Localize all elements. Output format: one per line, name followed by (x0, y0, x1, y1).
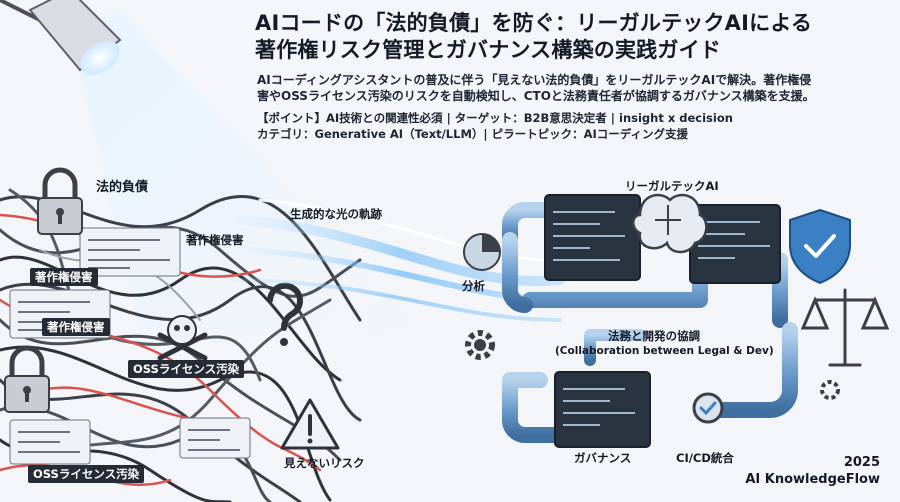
justice-scales-icon (800, 288, 890, 367)
code-panel-left-1 (79, 227, 181, 277)
subtitle-line-1: AIコーディングアシスタントの普及に伴う「見えない法的負債」をリーガルテックAI… (257, 73, 812, 87)
label-copyright-1: 著作権侵害 (186, 233, 244, 247)
label-governance: ガバナンス (574, 451, 632, 465)
pie-chart-icon (463, 233, 501, 271)
question-mark-icon (267, 282, 303, 346)
code-panel-left-4 (179, 417, 251, 459)
gear-icon-3 (820, 380, 840, 400)
padlock-icon-2 (4, 345, 50, 413)
label-copyright-2: 著作権侵害 (30, 268, 98, 286)
light-flow (228, 198, 565, 322)
title-line-2: 著作権リスク管理とガバナンス構築の実践ガイド (255, 38, 721, 62)
code-panel-right-3 (554, 371, 651, 448)
brain-icon (632, 193, 708, 254)
page-title: AIコードの「法的負債」を防ぐ：リーガルテックAIによる 著作権リスク管理とガバ… (255, 10, 885, 64)
meta-line-2: カテゴリ：Generative AI（Text/LLM）| ピラートピック：AI… (257, 127, 688, 141)
label-oss-2: OSSライセンス汚染 (28, 465, 145, 483)
code-panel-left-3 (9, 419, 91, 465)
label-oss-1: OSSライセンス汚染 (128, 360, 245, 378)
code-panel-right-1 (544, 194, 641, 281)
label-cicd: CI/CD統合 (676, 451, 734, 465)
label-analysis: 分析 (462, 279, 485, 293)
title-block: AIコードの「法的負債」を防ぐ：リーガルテックAIによる 著作権リスク管理とガバ… (255, 10, 885, 142)
meta-line-1: 【ポイント】AI技術との関連性必須 | ターゲット：B2B意思決定者 | ins… (257, 111, 733, 125)
page-subtitle: AIコーディングアシスタントの普及に伴う「見えない法的負債」をリーガルテックAI… (257, 72, 885, 104)
label-invisible-risk: 見えないリスク (284, 456, 365, 470)
padlock-icon (37, 167, 83, 235)
label-legaltech-ai: リーガルテックAI (625, 179, 719, 193)
gear-icon (465, 330, 495, 360)
label-collab-en: (Collaboration between Legal & Dev) (555, 345, 774, 357)
warning-triangle-icon (280, 398, 340, 450)
gear-icon-2 (692, 392, 724, 424)
label-light-trail: 生成的な光の軌跡 (290, 207, 382, 221)
label-copyright-3: 著作権侵害 (42, 318, 110, 336)
footer-brand: AI KnowledgeFlow (745, 472, 880, 487)
footer: 2025 AI KnowledgeFlow (745, 454, 880, 488)
label-legal-debt: 法的負債 (96, 180, 149, 195)
footer-year: 2025 (843, 455, 880, 470)
meta-info: 【ポイント】AI技術との関連性必須 | ターゲット：B2B意思決定者 | ins… (257, 110, 885, 142)
spotlight-lamp-icon (0, 0, 122, 76)
subtitle-line-2: 害やOSSライセンス汚染のリスクを自動検知し、CTOと法務責任者が協調するガバナ… (257, 89, 815, 103)
shield-check-icon (789, 208, 851, 285)
label-collab-jp: 法務と開発の協調 (608, 329, 700, 343)
title-line-1: AIコードの「法的負債」を防ぐ：リーガルテックAIによる (255, 11, 813, 35)
skull-crossbones-icon (157, 315, 208, 361)
